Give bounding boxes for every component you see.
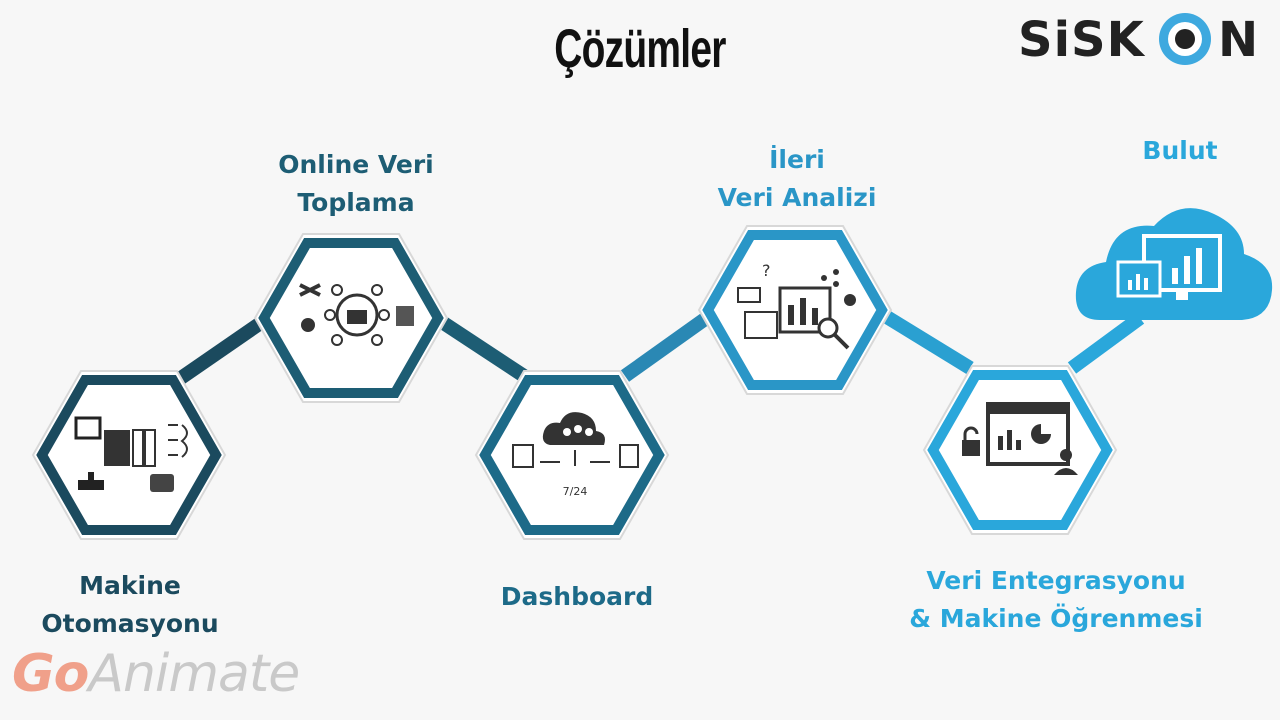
logo-text-right: N	[1218, 12, 1260, 68]
step-4-line2: Veri Analizi	[717, 183, 877, 212]
logo-text-left: SiSK	[1018, 12, 1145, 68]
step-label-makine: Makine Otomasyonu	[30, 567, 230, 643]
connector-3-4	[620, 308, 717, 382]
hexagon-dashboard: 7/24	[474, 370, 670, 540]
step-5-line1: Veri Entegrasyonu	[926, 566, 1186, 595]
step-label-entegrasyon: Veri Entegrasyonu & Makine Öğrenmesi	[880, 562, 1232, 638]
step-1-line1: Makine	[79, 571, 181, 600]
hexagon-ileri-veri-analizi: ?	[697, 225, 893, 395]
hexagon-makine-otomasyonu	[31, 370, 227, 540]
connector-4-5	[878, 308, 974, 374]
hexagon-veri-entegrasyonu	[922, 365, 1118, 535]
page-title: Çözümler	[554, 19, 726, 79]
watermark-part1: Go	[12, 644, 89, 704]
step-4-line1: İleri	[769, 145, 825, 174]
siskon-logo: SiSK N	[1018, 8, 1270, 72]
cloud-dashboard-icon	[512, 412, 639, 468]
logo-gear-icon	[1159, 13, 1211, 65]
cloud-monitor-chart-icon	[1116, 234, 1222, 300]
dashboard-availability-label: 7/24	[563, 485, 588, 498]
machine-automation-icon	[74, 416, 188, 492]
goanimate-watermark: GoAnimate	[12, 644, 300, 704]
data-analysis-icon: ?	[737, 261, 856, 350]
step-3-line1: Dashboard	[500, 582, 654, 611]
connector-1-2	[174, 316, 266, 386]
step-label-bulut: Bulut	[1120, 132, 1240, 170]
step-2-line2: Toplama	[297, 188, 415, 217]
step-5-line2: & Makine Öğrenmesi	[909, 604, 1203, 633]
connector-5-6	[1067, 312, 1145, 374]
hexagon-online-veri-toplama	[253, 233, 449, 403]
step-1-line2: Otomasyonu	[41, 609, 219, 638]
iot-network-icon	[299, 283, 414, 346]
cloud-bulut	[1075, 208, 1273, 320]
step-label-analiz: İleri Veri Analizi	[692, 141, 902, 217]
step-6-line1: Bulut	[1142, 136, 1218, 165]
step-label-dashboard: Dashboard	[470, 578, 684, 616]
integration-ml-icon	[962, 402, 1078, 475]
step-label-online: Online Veri Toplama	[246, 146, 466, 222]
step-2-line1: Online Veri	[278, 150, 434, 179]
watermark-part2: Animate	[88, 644, 300, 704]
connector-2-3	[438, 316, 528, 382]
svg-text:?: ?	[762, 261, 771, 280]
